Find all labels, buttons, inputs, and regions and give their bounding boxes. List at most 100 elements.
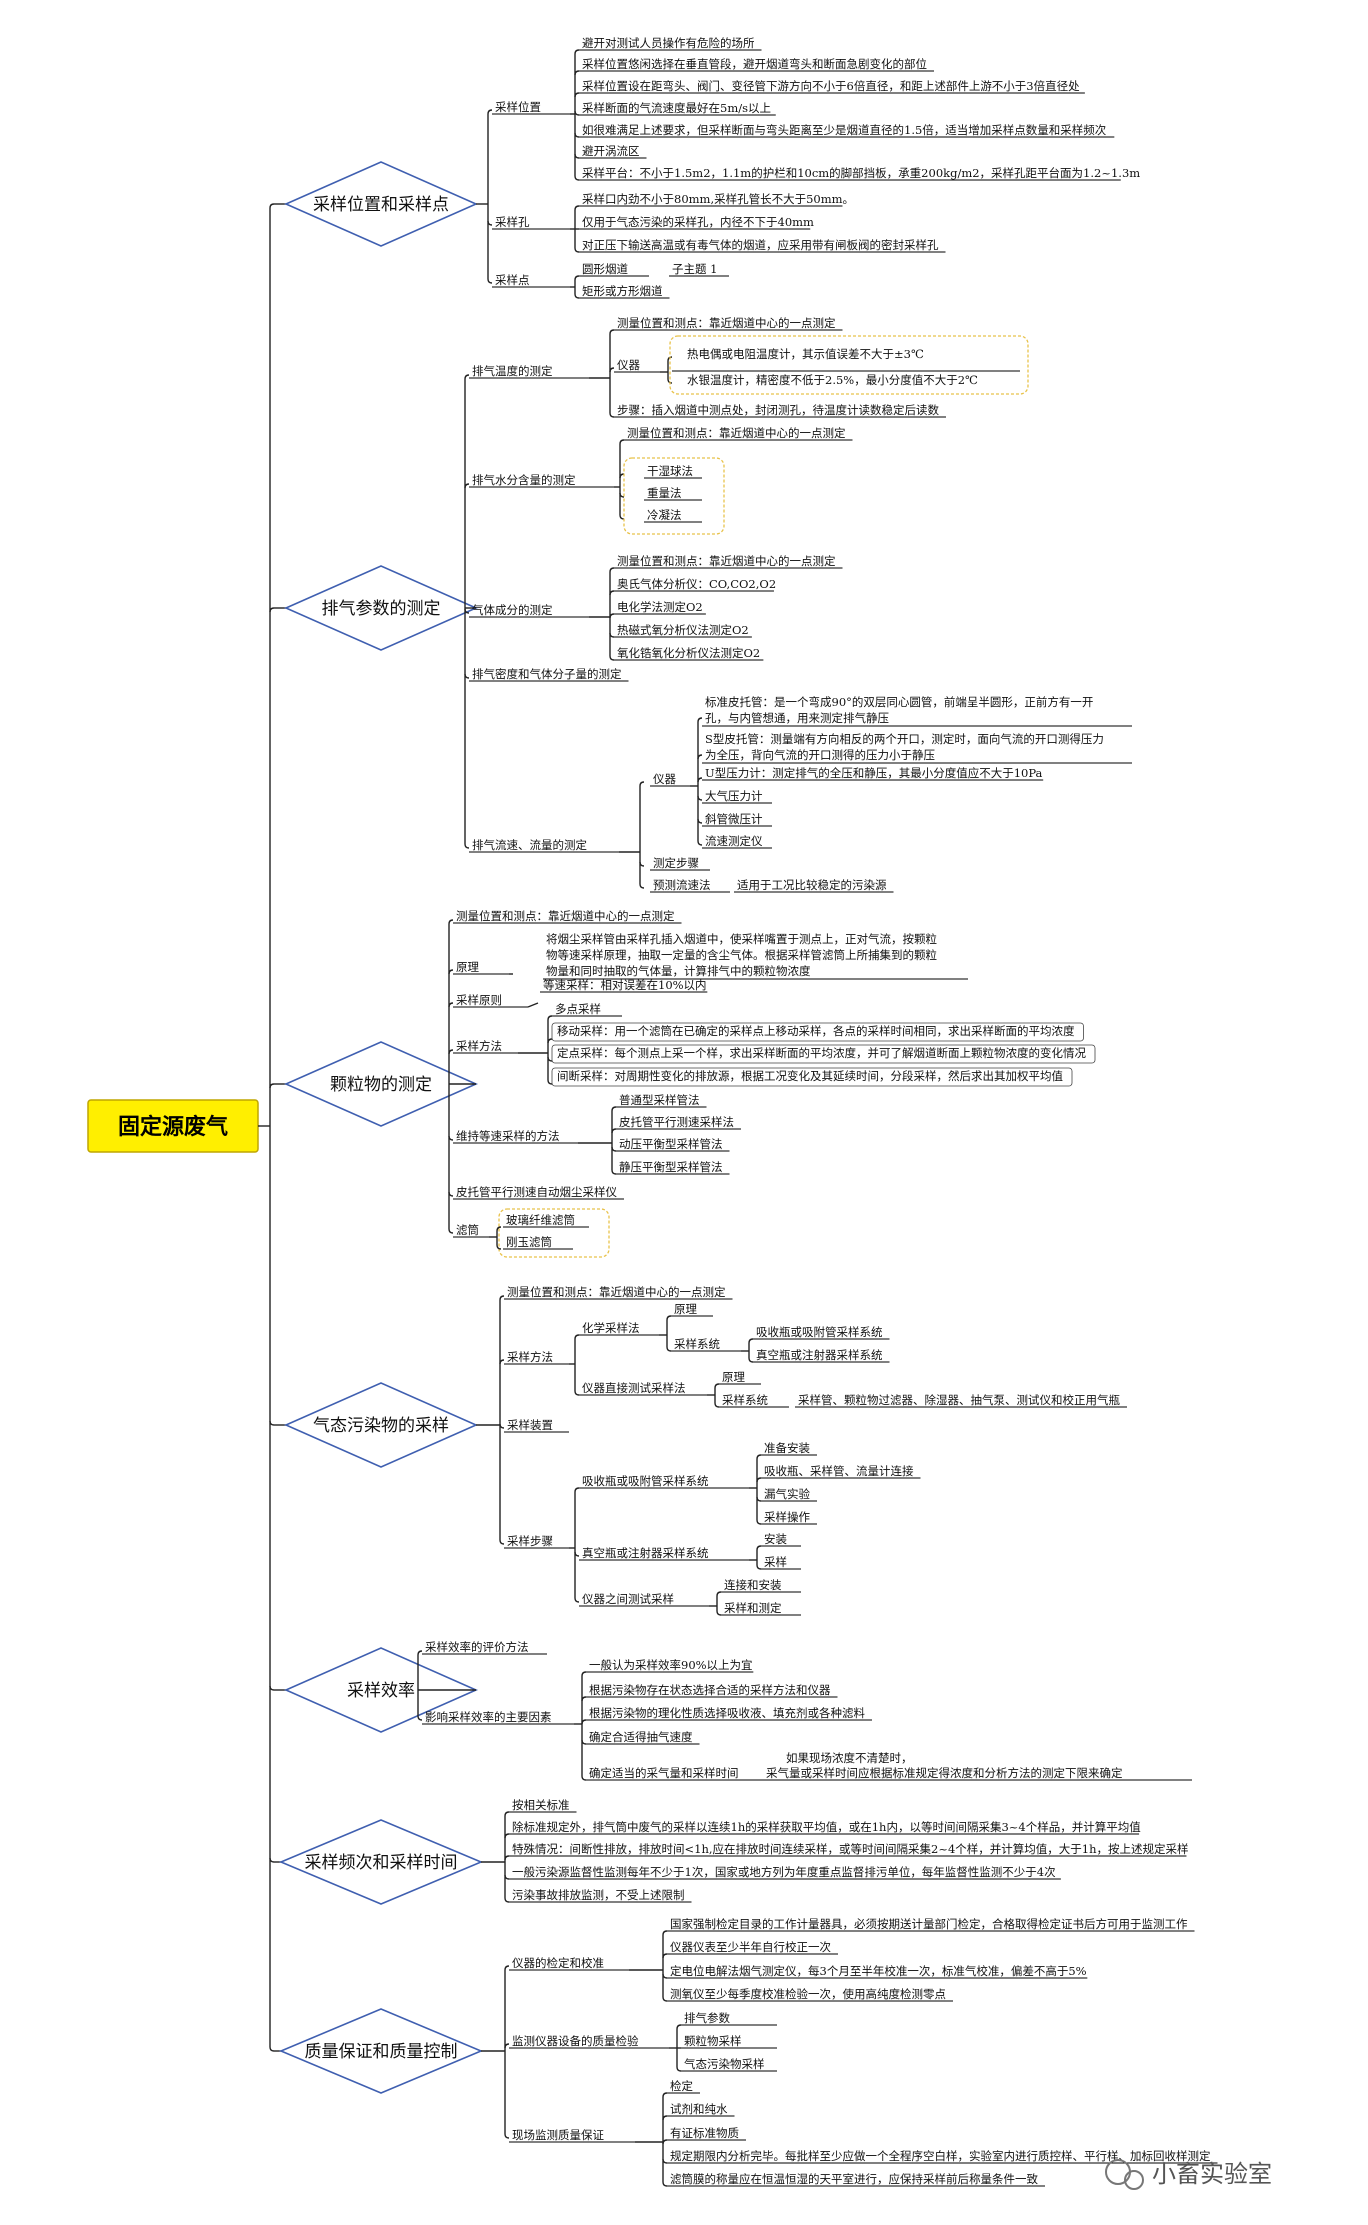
b3-iso-connector (578, 1106, 617, 1175)
b4-system: 采样系统 (674, 1337, 720, 1351)
b5-factors-connector (574, 1671, 587, 1781)
b4-steps-label: 采样步骤 (507, 1534, 553, 1548)
b4-system-item: 真空瓶或注射器采样系统 (756, 1348, 883, 1362)
b4-method-connector (569, 1334, 580, 1396)
b3-filter-highlight (498, 1208, 610, 1258)
b4-instr-item: 连接和安装 (724, 1578, 782, 1592)
b1-hole-item: 采样口内劲不小于80mm,采样孔管长不大于50mm。 (582, 192, 854, 206)
b2-flow-inst-s-line: S型皮托管：测量端有方向相反的两个开口，测定时，面向气流的开口测得压力 (705, 732, 1104, 746)
b4-direct-principle: 原理 (722, 1370, 745, 1384)
b2-temp-inst-item: 热电偶或电阻温度计，其示值误差不大于±3℃ (687, 347, 924, 361)
b4-absorb: 吸收瓶或吸附管采样系统 (582, 1474, 709, 1488)
b5-note-line: 如果现场浓度不清楚时， (786, 1751, 913, 1765)
b4-vacuum-item: 安装 (764, 1532, 787, 1546)
b1-hole-item: 对正压下输送高温或有毒气体的烟道，应采用带有闸板阀的密封采样孔 (582, 238, 939, 252)
b4-instr: 仪器之间测试采样 (582, 1592, 674, 1606)
b3-auto: 皮托管平行测速自动烟尘采样仪 (456, 1185, 617, 1199)
b1-loc-item: 避开对测试人员操作有危险的场所 (582, 36, 755, 50)
branch-b4-label: 气态污染物的采样 (313, 1416, 449, 1436)
b7-qc-connector (669, 2024, 682, 2072)
b2-temp-inst: 仪器 (617, 358, 640, 372)
b3-principle-text-line: 物量和同时抽取的气体量，计算排气中的颗粒物浓度 (546, 964, 811, 978)
b3-method-box (551, 1044, 1096, 1064)
b2-flow-inst-item: 斜管微压计 (705, 812, 763, 826)
b4-absorb-item: 准备安装 (764, 1441, 810, 1455)
b2-water-label: 排气水分含量的测定 (472, 473, 576, 487)
b4-absorb-connector (749, 1454, 762, 1525)
b2-flow-inst-u: U型压力计：测定排气的全压和静压，其最小分度值应不大于10Pa (705, 766, 1043, 780)
wechat-icon (1105, 2159, 1131, 2185)
b1-point-item: 矩形或方形烟道 (582, 284, 663, 298)
b7-calib-item: 仪器仪表至少半年自行校正一次 (670, 1940, 831, 1954)
b1-connector (476, 109, 493, 284)
b4-direct-system: 采样系统 (722, 1393, 768, 1407)
b2-flow-inst-pitot-line: 标准皮托管：是一个弯成90°的双层同心圆管，前端呈半圆形，正前方有一开 (705, 695, 1093, 709)
b4-chem: 化学采样法 (582, 1321, 640, 1335)
b7-qc-item: 气态污染物采样 (684, 2057, 765, 2071)
b3-method-connector (518, 1015, 553, 1085)
b6-item: 按相关标准 (512, 1798, 570, 1812)
b1-loc-item: 采样位置悠闲选择在垂直管段，避开烟道弯头和断面急剧变化的部位 (582, 57, 927, 71)
b3-filter-label: 滤筒 (456, 1223, 479, 1237)
b2-water-pos: 测量位置和测点：靠近烟道中心的一点测定 (627, 426, 846, 440)
b6-connector (481, 1811, 510, 1903)
b7-field-item: 滤筒膜的称量应在恒温恒湿的天平室进行，应保持采样前后称量条件一致 (670, 2172, 1038, 2186)
b7-qc-item: 排气参数 (684, 2011, 730, 2025)
b1-loc-item: 避开涡流区 (582, 144, 640, 158)
b2-flow-inst: 仪器 (653, 772, 676, 786)
b7-field-item: 有证标准物质 (670, 2126, 739, 2140)
watermark-text: 小畜实验室 (1152, 2160, 1272, 2188)
b5-factor-item: 根据污染物的理化性质选择吸收液、填充剂或各种滤料 (589, 1706, 865, 1720)
b2-gas-item: 热磁式氧分析仪法测定O2 (617, 623, 749, 637)
b2-temp-steps: 步骤：插入烟道中测点处，封闭测孔，待温度计读数稳定后读数 (617, 403, 939, 417)
b4-system-item: 吸收瓶或吸附管采样系统 (756, 1325, 883, 1339)
wechat-icon-inner (1124, 2170, 1144, 2190)
b3-iso-item: 动压平衡型采样管法 (619, 1137, 723, 1151)
b2-flow-inst-pitot-line: 孔，与内管想通，用来测定排气静压 (705, 711, 889, 725)
b4-absorb-item: 漏气实验 (764, 1487, 810, 1501)
b2-temp-connector (589, 329, 615, 418)
b4-direct-system-item: 采样管、颗粒物过滤器、除湿器、抽气泵、测试仪和校正用气瓶 (798, 1393, 1120, 1407)
b4-instr-connector (709, 1591, 722, 1616)
b2-gas-label: 气体成分的测定 (472, 603, 553, 617)
b6-item: 特殊情况：间断性排放，排放时间<1h,应在排放时间连续采样，或等时间间隔采集2~… (512, 1842, 1189, 1856)
b3-method-item: 定点采样：每个测点上采一个样，求出采样断面的平均浓度，并可了解烟道断面上颗粒物浓… (557, 1046, 1086, 1060)
b3-iso-item: 静压平衡型采样管法 (619, 1160, 723, 1174)
b4-system-connector (741, 1338, 754, 1363)
branch-b1-label: 采样位置和采样点 (313, 195, 449, 215)
b2-flow-steps: 测定步骤 (653, 856, 699, 870)
b5-note-line: 采气量或采样时间应根据标准规定得浓度和分析方法的测定下限来确定 (766, 1766, 1123, 1780)
b2-flow-estimate: 预测流速法 (653, 878, 711, 892)
b4-chem-connector (659, 1315, 672, 1352)
b2-flow-inst-item: 流速测定仪 (705, 834, 763, 848)
b6-item: 除标准规定外，排气筒中废气的采样以连续1h的采样获取平均值，或在1h内，以等时间… (512, 1820, 1141, 1834)
b5-factors: 影响采样效率的主要因素 (425, 1710, 552, 1724)
b6-item: 污染事故排放监测，不受上述限制 (512, 1888, 685, 1902)
b2-flow-inst-item: 大气压力计 (705, 789, 763, 803)
b2-temp-inst-connector (660, 356, 673, 384)
b2-temp-label: 排气温度的测定 (472, 364, 553, 378)
b1-loc-item: 采样平台：不小于1.5m2，1.1m的护栏和10cm的脚部挡板，承重200kg/… (582, 166, 1140, 180)
b1-loc-connector (570, 49, 580, 181)
b1-point-subtopic: 子主题 1 (672, 262, 717, 276)
b4-vacuum-item: 采样 (764, 1555, 787, 1569)
b7-qc-item: 颗粒物采样 (684, 2034, 742, 2048)
b7-field-label: 现场监测质量保证 (512, 2128, 604, 2142)
b2-water-item: 重量法 (647, 486, 682, 500)
branch-b5-label: 采样效率 (347, 1681, 415, 1701)
b3-principle-text-line: 将烟尘采样管由采样孔插入烟道中，使采样嘴置于测点上，正对气流，按颗粒 (546, 932, 937, 946)
b3-method-item: 移动采样：用一个滤筒在已确定的采样点上移动采样，各点的采样时间相同，求出采样断面… (557, 1024, 1075, 1038)
b4-direct: 仪器直接测试采样法 (582, 1381, 686, 1395)
b2-connector (464, 374, 476, 849)
watermark: 小畜实验室 (1105, 2159, 1272, 2190)
b2-gas-item: 奥氏气体分析仪：CO,CO2,O2 (617, 577, 776, 591)
b1-hole-label: 采样孔 (495, 215, 530, 229)
b2-water-highlight (623, 457, 725, 535)
b2-water-item: 冷凝法 (647, 508, 682, 522)
b2-flow-inst-s-line: 为全压，背向气流的开口测得的压力小于静压 (705, 748, 935, 762)
b1-point-label: 采样点 (495, 273, 530, 287)
b4-pos: 测量位置和测点：靠近烟道中心的一点测定 (507, 1285, 726, 1299)
b3-method-box (551, 1067, 1073, 1087)
b3-sprinciple-label: 采样原则 (456, 993, 502, 1007)
